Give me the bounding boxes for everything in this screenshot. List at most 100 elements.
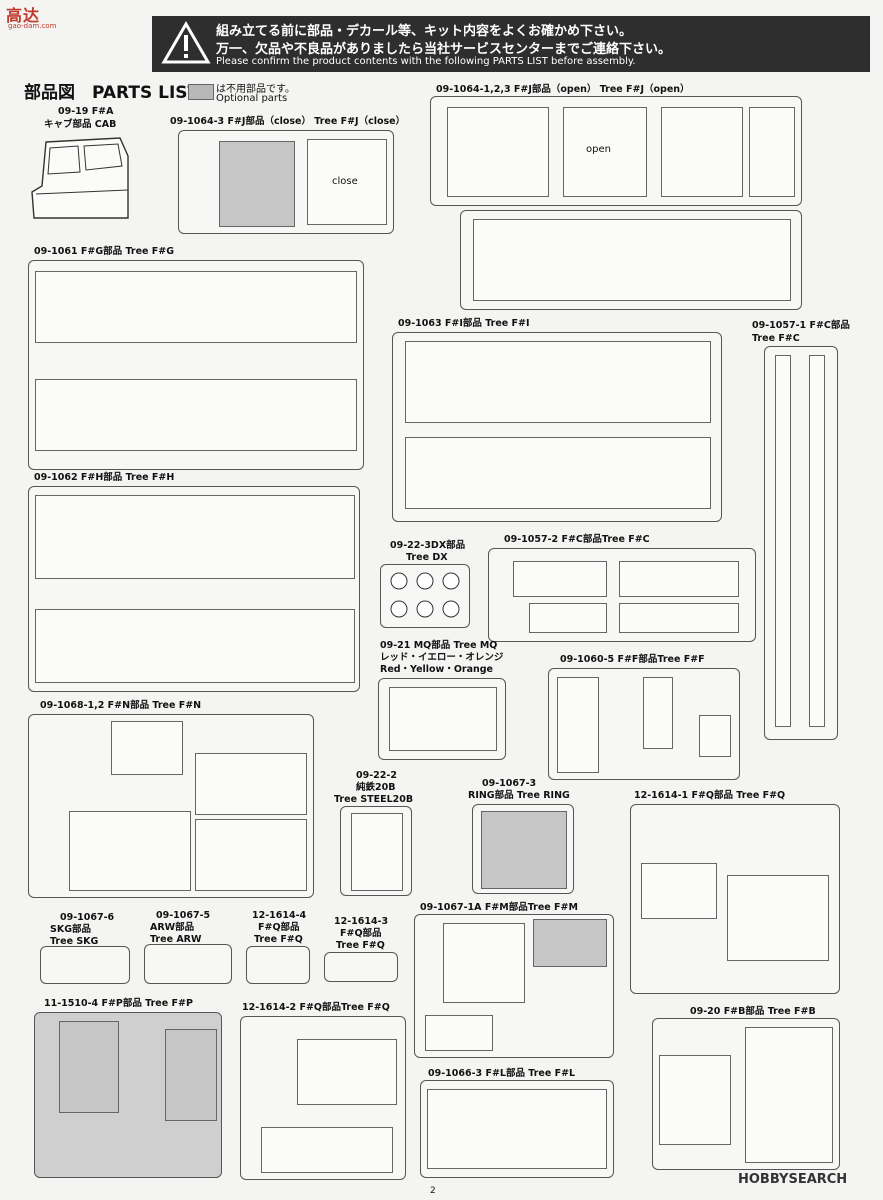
label-tree-fc2: 09-1057-2 F#C部品Tree F#C — [504, 534, 650, 545]
label-tree-fj-open: 09-1064-1,2,3 F#J部品（open） Tree F#J（open） — [436, 84, 690, 95]
part-fj-open-door: open — [563, 107, 647, 197]
tree-fq4 — [246, 946, 310, 984]
warning-header: 組み立てる前に部品・デカール等、キット内容をよくお確かめ下さい。 万一、欠品や不… — [152, 16, 870, 72]
part-steel-bars — [351, 813, 403, 891]
part-fl-rails — [427, 1089, 607, 1169]
label-tree-mq-colors-en: Red・Yellow・Orange — [380, 664, 494, 675]
tree-fc1 — [764, 346, 838, 740]
label-tree-dx-name: Tree DX — [406, 552, 448, 563]
part-ff-lights — [557, 677, 599, 773]
tree-fp — [34, 1012, 222, 1178]
label-tree-fq3-code: 12-1614-3 — [334, 916, 389, 927]
label-tree-ring-name: RING部品 Tree RING — [468, 790, 570, 801]
header-line-english: Please confirm the product contents with… — [216, 56, 636, 67]
warning-triangle-icon — [161, 21, 211, 64]
dx-wheels — [390, 572, 460, 618]
label-tree-fc1-code: 09-1057-1 F#C部品 — [752, 320, 850, 331]
part-fg-side-1 — [35, 271, 357, 343]
label-tree-fh: 09-1062 F#H部品 Tree F#H — [34, 472, 175, 483]
part-fp-b — [165, 1029, 217, 1121]
label-tree-mq: 09-21 MQ部品 Tree MQ — [380, 640, 498, 651]
label-tree-fm: 09-1067-1A F#M部品Tree F#M — [420, 902, 578, 913]
optional-note-jp: は不用部品です。 — [216, 84, 295, 95]
tree-fj-open: open — [430, 96, 802, 206]
part-fj-open-grille — [447, 107, 549, 197]
tree-arw — [144, 944, 232, 984]
tree-fh — [28, 486, 360, 692]
part-fc2-b — [619, 561, 739, 597]
tree-mq — [378, 678, 506, 760]
part-fg-side-2 — [35, 379, 357, 451]
part-fc2-a — [513, 561, 607, 597]
part-fj-open-side — [749, 107, 795, 197]
tree-fn — [28, 714, 314, 898]
label-tree-fq3-jp: F#Q部品 — [340, 928, 382, 939]
label-tree-fq1: 12-1614-1 F#Q部品 Tree F#Q — [634, 790, 786, 801]
label-tree-mq-colors-jp: レッド・イエロー・オレンジ — [380, 652, 504, 663]
tree-dx — [380, 564, 470, 628]
label-tree-fq4-name: Tree F#Q — [254, 934, 303, 945]
tree-steel20b — [340, 806, 412, 896]
cab-drawing — [31, 137, 129, 219]
tree-fi — [392, 332, 722, 522]
part-fq1-parts — [727, 875, 829, 961]
header-line-1: 組み立てる前に部品・デカール等、キット内容をよくお確かめ下さい。 — [216, 24, 633, 39]
label-tree-fq4-jp: F#Q部品 — [258, 922, 300, 933]
part-fj-open-panel — [661, 107, 743, 197]
part-fh-panel-2 — [35, 609, 355, 683]
tree-fj-long-panel — [460, 210, 802, 310]
label-tree-fq4-code: 12-1614-4 — [252, 910, 307, 921]
part-fp-a — [59, 1021, 119, 1113]
label-tree-skg-code: 09-1067-6 — [60, 912, 115, 923]
part-fc2-c — [529, 603, 607, 633]
tree-fq2 — [240, 1016, 406, 1180]
label-tree-fn: 09-1068-1,2 F#N部品 Tree F#N — [40, 700, 202, 711]
label-tree-fq3-name: Tree F#Q — [336, 940, 385, 951]
part-fq2-ladders — [297, 1039, 397, 1105]
label-tree-dx-code: 09-22-3DX部品 — [390, 540, 466, 551]
label-tree-arw-name: Tree ARW — [150, 934, 202, 945]
tree-ring — [472, 804, 574, 894]
label-tree-fl: 09-1066-3 F#L部品 Tree F#L — [428, 1068, 576, 1079]
part-mq-lenses — [389, 687, 497, 751]
label-tree-ring-code: 09-1067-3 — [482, 778, 537, 789]
part-fi-floor — [405, 341, 711, 423]
tree-skg — [40, 946, 130, 984]
part-ff-frame — [643, 677, 673, 749]
label-tree-skg-jp: SKG部品 — [50, 924, 92, 935]
label-tree-steel-code: 09-22-2 — [356, 770, 397, 781]
part-fm-optional — [533, 919, 607, 967]
part-fn-frames — [69, 811, 191, 891]
label-tree-ff: 09-1060-5 F#F部品Tree F#F — [560, 654, 705, 665]
part-fb-panel — [659, 1055, 731, 1145]
tree-fl — [420, 1080, 614, 1178]
close-text: close — [332, 176, 358, 187]
label-tree-fb: 09-20 F#B部品 Tree F#B — [690, 1006, 816, 1017]
label-tree-fg: 09-1061 F#G部品 Tree F#G — [34, 246, 175, 257]
part-fn-chassis — [195, 819, 307, 891]
label-tree-fi: 09-1063 F#I部品 Tree F#I — [398, 318, 530, 329]
hobbysearch-watermark: HOBBYSEARCH — [738, 1172, 848, 1187]
label-tree-fp: 11-1510-4 F#P部品 Tree F#P — [44, 998, 193, 1009]
page-title: 部品図 PARTS LIST — [24, 83, 200, 103]
part-fi-frame — [405, 437, 711, 509]
part-fj-close-door: close — [307, 139, 387, 225]
part-long-panel — [473, 219, 791, 301]
part-fn-panels — [195, 753, 307, 815]
page-number: 2 — [430, 1186, 436, 1196]
label-tree-fj-close: 09-1064-3 F#J部品（close） Tree F#J（close） — [170, 116, 406, 127]
open-text: open — [586, 144, 611, 155]
tree-ff — [548, 668, 740, 780]
label-cab-code: 09-19 F#A — [58, 106, 114, 117]
site-logo-url: gao-dam.com — [8, 22, 57, 30]
part-fc1-rail-1 — [775, 355, 791, 727]
label-tree-steel-jp: 純鉄20B — [356, 782, 396, 793]
label-tree-skg-name: Tree SKG — [50, 936, 99, 947]
tree-fq1 — [630, 804, 840, 994]
label-tree-fq2: 12-1614-2 F#Q部品Tree F#Q — [242, 1002, 390, 1013]
label-tree-arw-code: 09-1067-5 — [156, 910, 211, 921]
part-fm-main — [443, 923, 525, 1003]
tree-fm — [414, 914, 614, 1058]
part-fq1-arch — [641, 863, 717, 919]
tree-fj-close: close — [178, 130, 394, 234]
